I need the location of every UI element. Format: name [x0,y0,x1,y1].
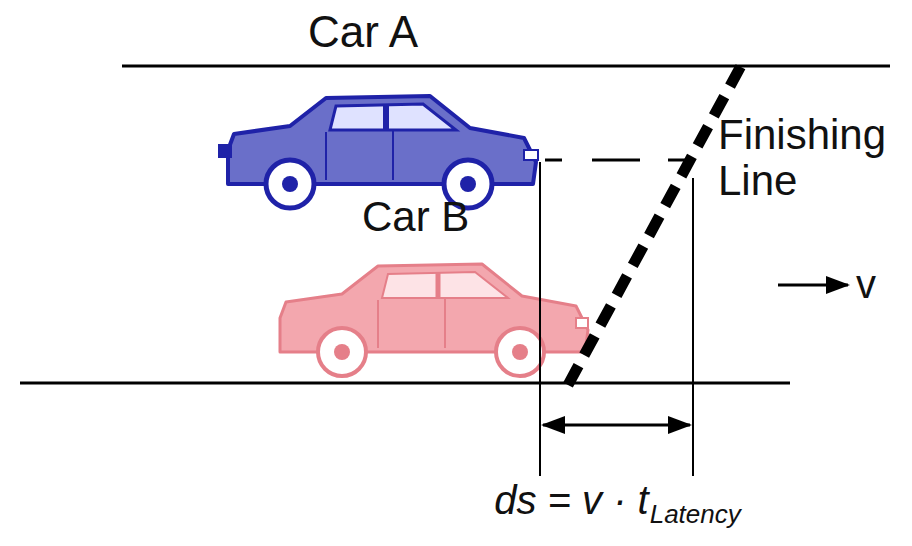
dimension-arrow [543,424,690,427]
finishing-line-label: Finishing Line [718,112,908,204]
dimension-subscript: Latency [650,500,741,529]
extension-dash [545,159,562,162]
car-b [280,264,588,376]
track-line [122,65,890,68]
track-line [20,382,790,385]
dimension-line [692,178,694,476]
car-label: Car A [308,8,418,56]
car-label: Car B [362,194,469,240]
dimension-formula: ds = v · t [494,478,649,522]
velocity-label: v [856,262,876,306]
extension-dash [592,159,640,162]
finishing-line [568,64,742,385]
dimension-line [539,162,541,476]
velocity-arrow [778,284,848,287]
car-a [218,96,538,208]
